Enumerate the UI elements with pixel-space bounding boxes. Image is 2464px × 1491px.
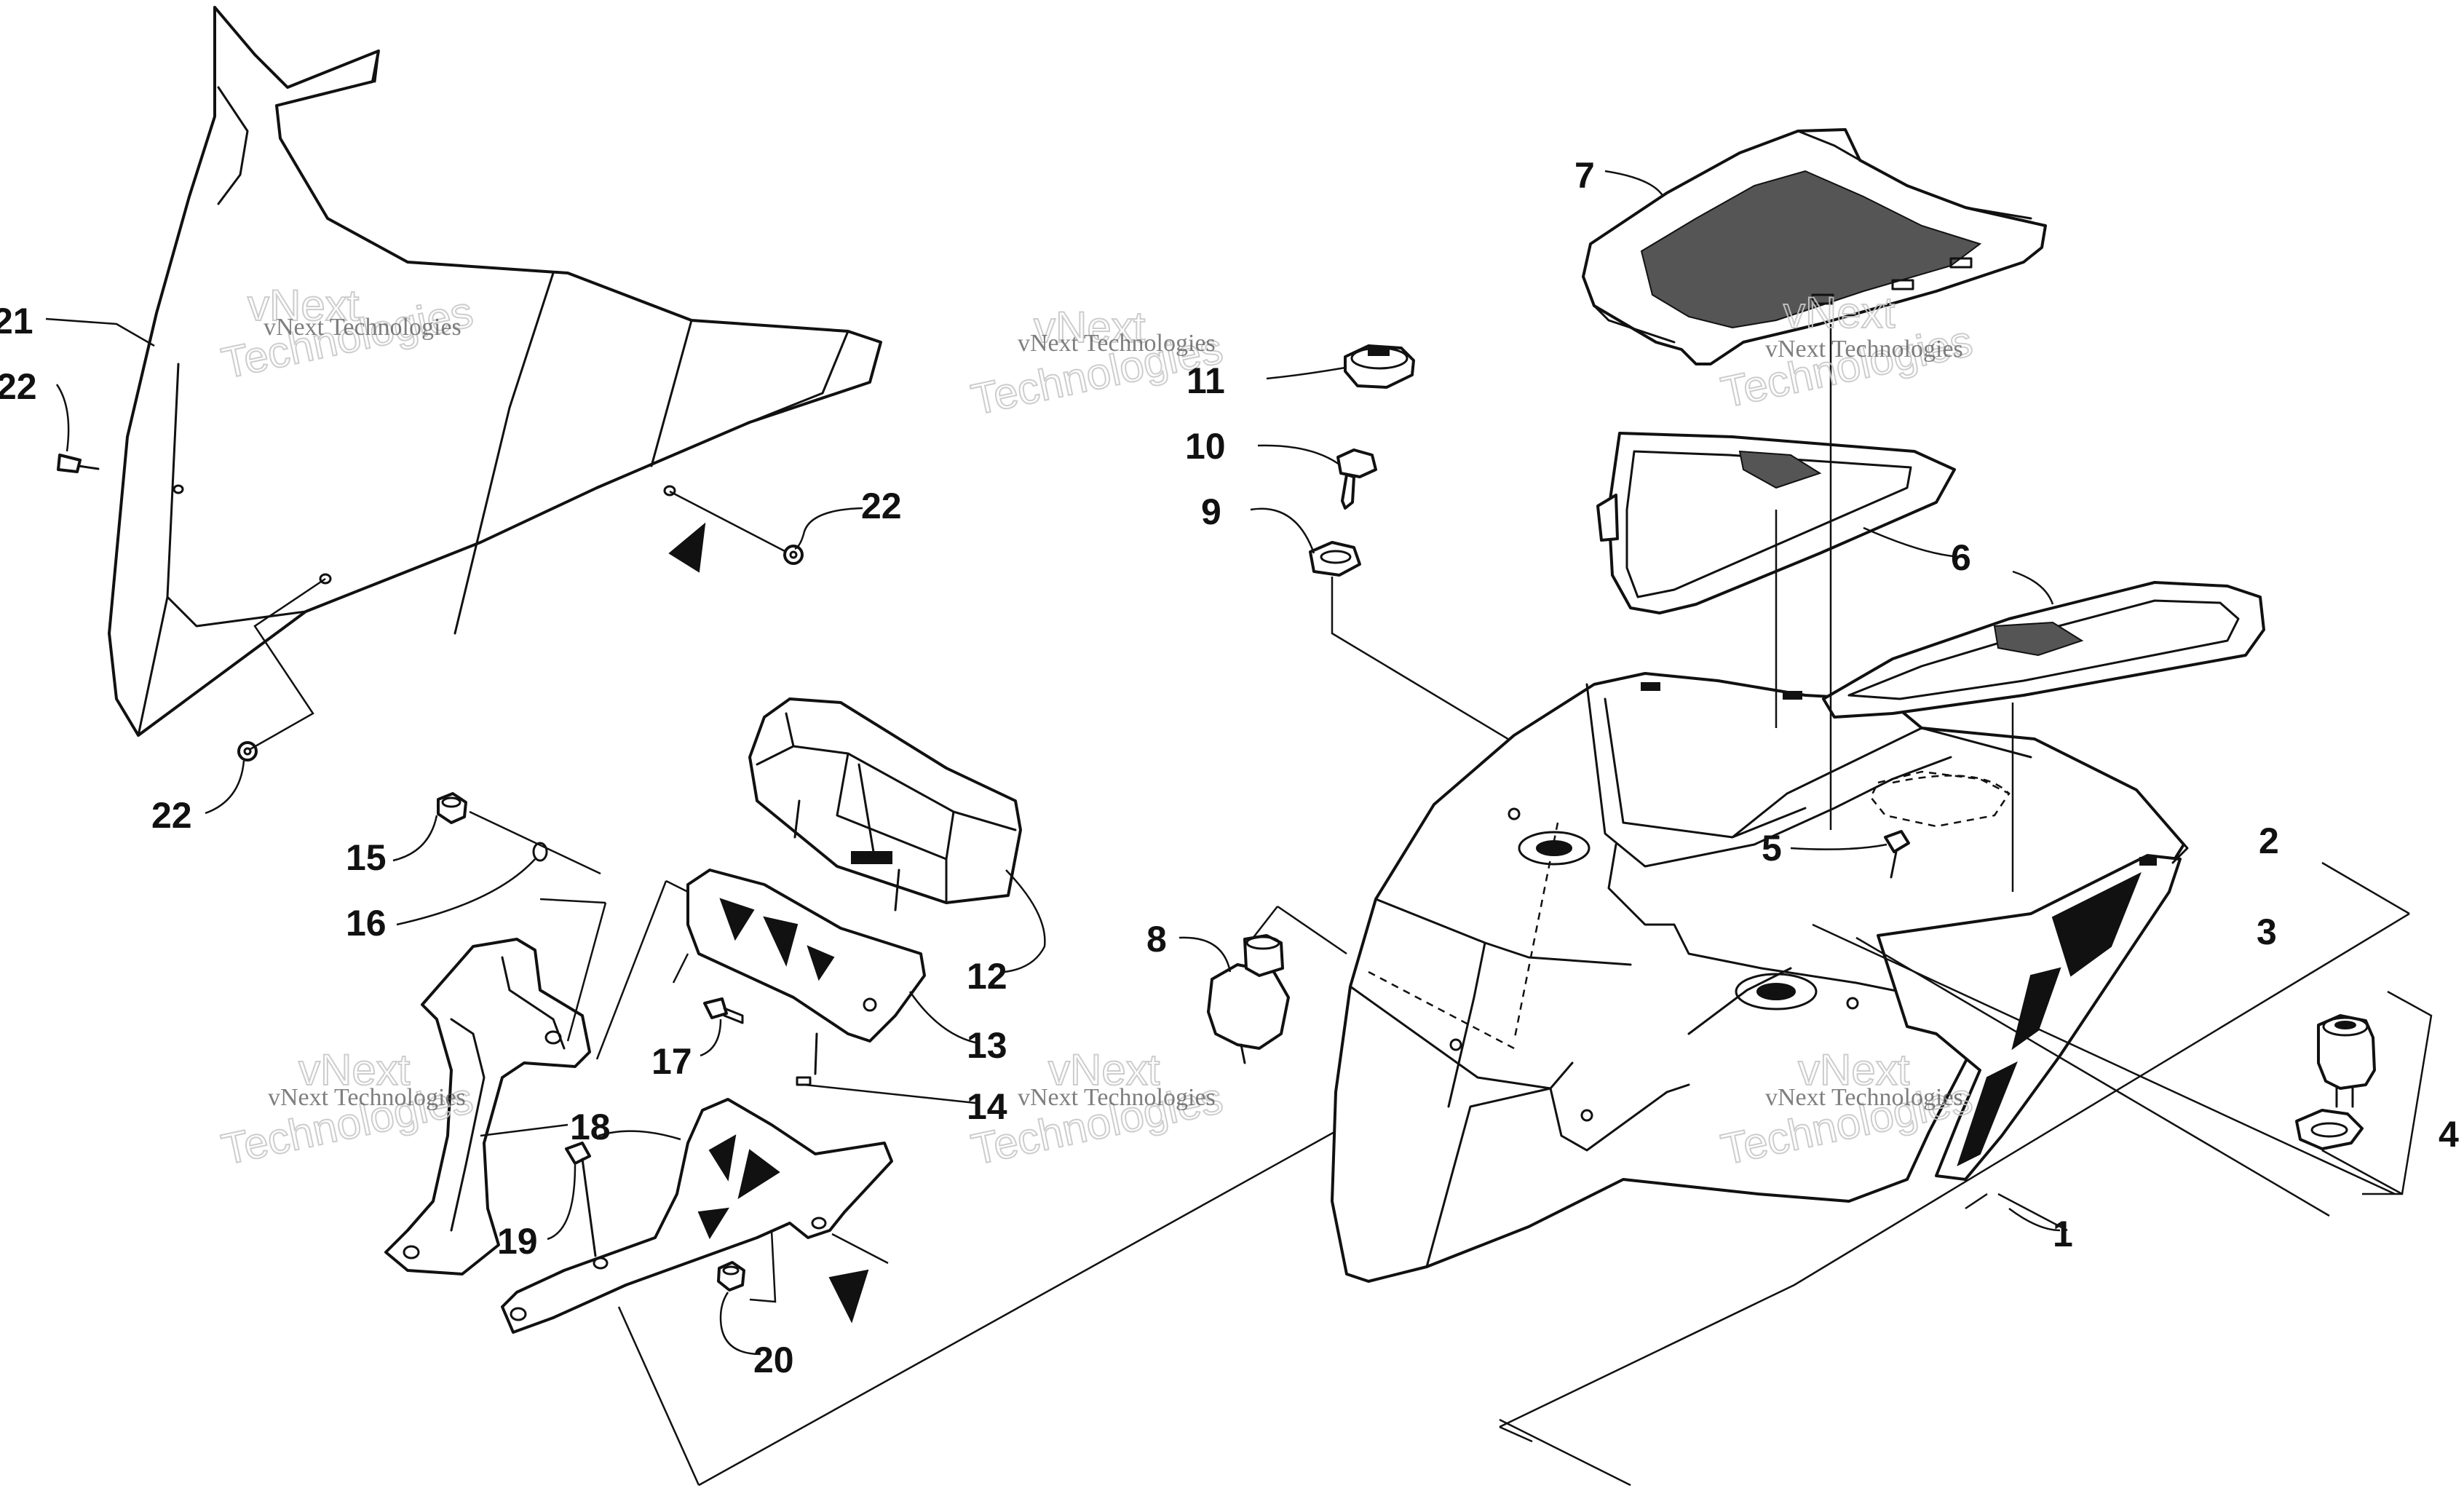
accessory-outlet xyxy=(2317,1014,2376,1108)
callout-21: 21 xyxy=(0,301,33,341)
storage-net xyxy=(1582,128,2047,365)
callout-18: 18 xyxy=(570,1107,611,1147)
callout-22-bottom: 22 xyxy=(151,795,192,836)
svg-text:vNext Technologies: vNext Technologies xyxy=(1018,1084,1216,1111)
cover-trim-left xyxy=(1596,432,1956,614)
support-bracket-left xyxy=(384,938,591,1276)
windshield-nut-right xyxy=(783,545,804,565)
callout-16: 16 xyxy=(346,903,387,944)
svg-text:vNext: vNext xyxy=(247,281,360,330)
washer-16 xyxy=(532,842,548,862)
outlet-nut xyxy=(2295,1109,2364,1150)
callout-2: 2 xyxy=(2259,820,2279,861)
svg-text:vNext: vNext xyxy=(1783,288,1895,337)
side-panel xyxy=(1877,854,2182,1181)
switch-8 xyxy=(1207,934,1290,1064)
svg-text:vNext: vNext xyxy=(1034,303,1146,352)
callout-9: 9 xyxy=(1201,491,1221,532)
svg-text:vNext Technologies: vNext Technologies xyxy=(1765,1084,1963,1111)
callout-7: 7 xyxy=(1574,155,1595,196)
windshield-nut-bottom xyxy=(237,741,258,762)
callout-19: 19 xyxy=(497,1221,538,1262)
svg-text:vNext Technologies: vNext Technologies xyxy=(1765,336,1963,363)
gauge-mount-bracket xyxy=(686,869,926,1043)
ignition-nut-9 xyxy=(1309,541,1361,577)
svg-text:vNext Technologies: vNext Technologies xyxy=(264,314,461,341)
callout-3: 3 xyxy=(2257,911,2277,952)
callout-12: 12 xyxy=(967,956,1007,997)
svg-text:vNext: vNext xyxy=(1798,1045,1910,1094)
callout-10: 10 xyxy=(1185,426,1226,467)
svg-text:vNext Technologies: vNext Technologies xyxy=(268,1084,466,1111)
callout-13: 13 xyxy=(967,1025,1007,1066)
trim-2 xyxy=(2135,788,2189,866)
front-direction-arrow xyxy=(668,522,706,573)
screw-19 xyxy=(565,1142,597,1257)
callout-22-right: 22 xyxy=(861,486,902,526)
callout-15: 15 xyxy=(346,837,387,878)
watermark-1: vNext Technologies vNext Technologies xyxy=(217,280,478,389)
screw-5 xyxy=(1884,830,1910,879)
ignition-key-10 xyxy=(1336,448,1377,510)
pin-14 xyxy=(796,1032,818,1086)
nut-20 xyxy=(717,1261,745,1292)
callout-1: 1 xyxy=(2053,1214,2073,1254)
callout-8: 8 xyxy=(1146,919,1167,960)
watermark-4: vNext Technologies vNext Technologies xyxy=(217,1045,478,1175)
callout-20: 20 xyxy=(753,1340,794,1380)
callout-17: 17 xyxy=(651,1041,692,1082)
cover-trim-right xyxy=(1822,581,2265,719)
nut-15 xyxy=(437,792,467,824)
windshield-part xyxy=(108,6,882,737)
svg-text:vNext: vNext xyxy=(1048,1045,1160,1094)
svg-text:vNext Technologies: vNext Technologies xyxy=(1018,330,1216,357)
ignition-cap-11 xyxy=(1344,344,1415,389)
rear-direction-arrow xyxy=(828,1269,869,1324)
gauge-cluster xyxy=(748,697,1022,911)
svg-text:vNext: vNext xyxy=(298,1045,411,1094)
callout-22-left: 22 xyxy=(0,366,37,407)
callout-6: 6 xyxy=(1951,537,1971,578)
callout-11: 11 xyxy=(1187,360,1225,401)
support-bracket-right xyxy=(501,1098,893,1334)
windshield-screw xyxy=(57,454,100,473)
screw-17 xyxy=(703,997,744,1024)
callout-14: 14 xyxy=(967,1086,1007,1127)
callout-5: 5 xyxy=(1762,828,1782,869)
callout-4: 4 xyxy=(2439,1114,2459,1155)
